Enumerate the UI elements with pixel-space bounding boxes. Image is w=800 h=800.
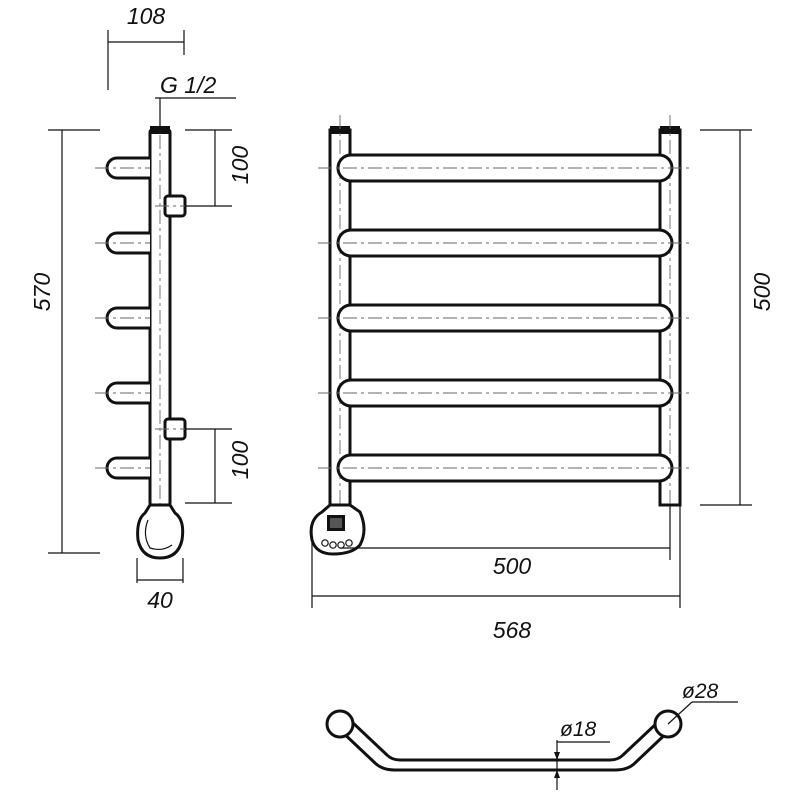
dim-heater-width: 40 xyxy=(147,587,173,613)
dim-overall-width: 568 xyxy=(493,617,532,643)
side-heater-detail xyxy=(144,519,173,551)
front-right-cap xyxy=(660,126,680,134)
heater-button-4 xyxy=(345,539,353,547)
dim-side-offset: 108 xyxy=(127,3,166,29)
heater-button-2 xyxy=(329,541,337,549)
dim-thread: G 1/2 xyxy=(160,72,216,98)
front-view: 500 500 568 xyxy=(309,115,775,643)
dim-center-distance: 500 xyxy=(493,553,532,579)
dim-post-diameter: ø28 xyxy=(682,680,719,703)
heater-button-3 xyxy=(337,541,345,549)
dim-rung-diameter: ø18 xyxy=(560,718,597,741)
dim-front-height: 500 xyxy=(749,273,775,312)
dim-top-connection: 100 xyxy=(227,146,253,185)
front-left-cap xyxy=(330,126,350,134)
top-view: ø18 ø28 xyxy=(325,680,738,790)
side-rungs xyxy=(95,156,150,480)
dim-bottom-connection: 100 xyxy=(227,441,253,480)
heater-button-1 xyxy=(321,539,329,547)
top-left-post xyxy=(325,709,355,739)
heater-control-unit xyxy=(309,503,366,556)
side-heater xyxy=(136,503,185,560)
side-view: 108 G 1/2 570 100 100 40 xyxy=(29,3,253,613)
front-rungs xyxy=(318,153,690,483)
dim-overall-height: 570 xyxy=(29,273,55,312)
